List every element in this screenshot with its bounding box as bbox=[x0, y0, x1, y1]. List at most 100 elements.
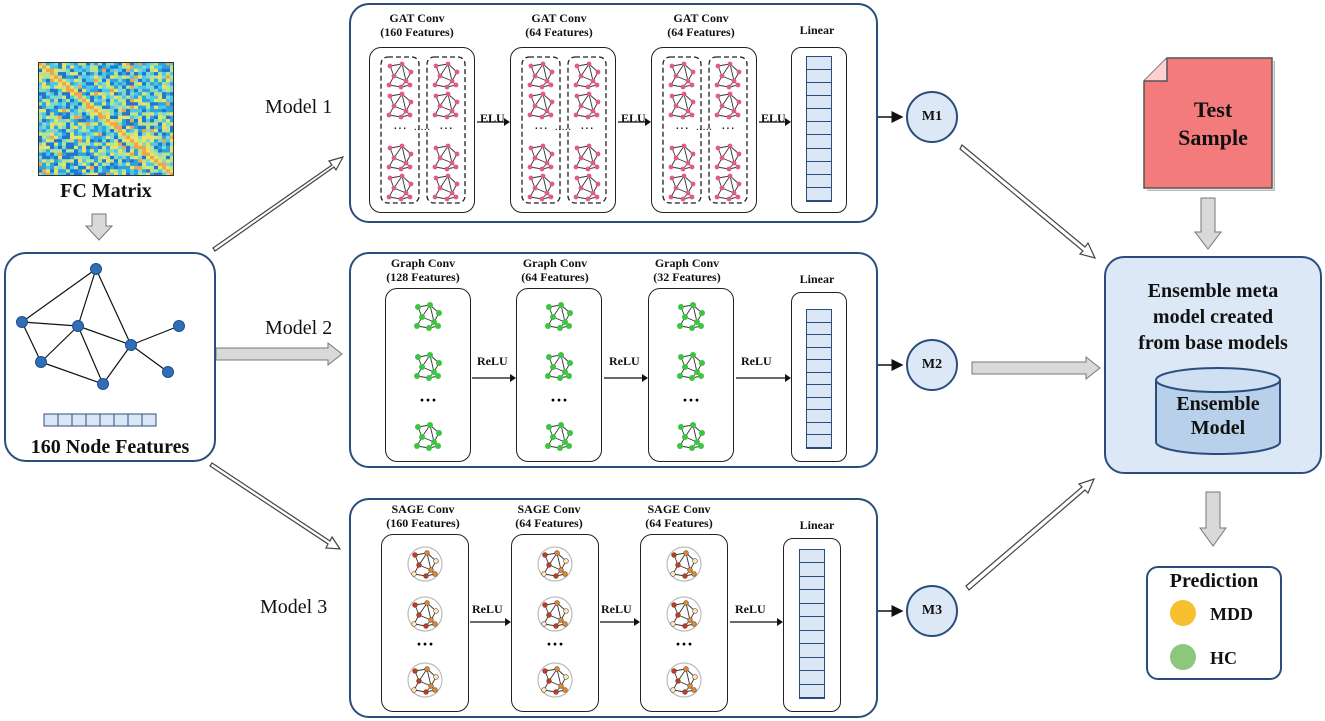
fc-cell bbox=[86, 65, 91, 69]
fc-cell bbox=[98, 129, 103, 133]
fc-cell bbox=[154, 82, 159, 86]
fc-cell bbox=[150, 135, 155, 140]
fc-cell bbox=[66, 92, 71, 96]
fc-cell bbox=[70, 68, 75, 73]
fc-cell bbox=[134, 115, 139, 120]
fc-cell bbox=[122, 115, 127, 120]
fc-cell bbox=[46, 132, 51, 137]
fc-cell bbox=[74, 98, 79, 103]
fc-cell bbox=[50, 95, 55, 100]
m3-to-ensemble-arrow bbox=[965, 478, 1096, 591]
fc-cell bbox=[126, 149, 131, 153]
fc-cell bbox=[150, 62, 155, 66]
fc-cell bbox=[38, 112, 43, 116]
fc-cell bbox=[126, 85, 131, 90]
fc-cell bbox=[94, 92, 99, 96]
fc-cell bbox=[154, 112, 159, 116]
fc-cell bbox=[106, 112, 111, 116]
fc-cell bbox=[90, 62, 95, 66]
fc-cell bbox=[126, 78, 131, 83]
fc-cell bbox=[162, 112, 167, 116]
fc-cell bbox=[154, 95, 159, 100]
fc-cell bbox=[54, 98, 59, 103]
fc-cell bbox=[90, 108, 95, 113]
fc-cell bbox=[98, 155, 103, 160]
fc-cell bbox=[42, 142, 47, 147]
fc-cell bbox=[106, 165, 111, 170]
fc-cell bbox=[126, 165, 131, 170]
fc-cell bbox=[102, 62, 107, 66]
linear-layer bbox=[791, 292, 847, 462]
fc-cell bbox=[126, 112, 131, 116]
fc-cell bbox=[74, 149, 79, 153]
fc-cell bbox=[62, 132, 67, 137]
fc-cell bbox=[158, 165, 163, 170]
fc-cell bbox=[42, 145, 47, 150]
fc-cell bbox=[166, 72, 171, 76]
mini-graph-icon bbox=[677, 352, 705, 381]
fc-cell bbox=[98, 125, 103, 130]
linear-cell bbox=[807, 398, 831, 411]
fc-cell bbox=[158, 102, 163, 106]
fc-cell bbox=[82, 142, 87, 147]
flow-arrowhead bbox=[785, 118, 791, 126]
fc-cell bbox=[114, 152, 119, 157]
fc-cell bbox=[82, 169, 87, 173]
fc-cell bbox=[66, 135, 71, 140]
fc-cell bbox=[142, 75, 147, 80]
fc-cell bbox=[170, 172, 175, 177]
mini-graph-icon bbox=[545, 302, 573, 331]
fc-cell bbox=[90, 165, 95, 170]
fc-cell bbox=[134, 165, 139, 170]
fc-cell bbox=[46, 129, 51, 133]
fc-cell bbox=[126, 98, 131, 103]
fc-cell bbox=[46, 82, 51, 86]
fc-cell bbox=[66, 105, 71, 110]
fc-cell bbox=[170, 85, 175, 90]
fc-cell bbox=[86, 78, 91, 83]
linear-vector bbox=[806, 309, 832, 449]
fc-cell bbox=[98, 75, 103, 80]
fc-cell bbox=[98, 72, 103, 76]
fc-cell bbox=[118, 165, 123, 170]
fc-cell bbox=[90, 152, 95, 157]
fc-cell bbox=[42, 125, 47, 130]
fc-cell bbox=[166, 165, 171, 170]
fc-cell bbox=[74, 165, 79, 170]
fc-cell bbox=[62, 72, 67, 76]
fc-cell bbox=[150, 149, 155, 153]
fc-cell bbox=[138, 105, 143, 110]
fc-cell bbox=[170, 152, 175, 157]
fc-cell bbox=[42, 152, 47, 157]
fc-cell bbox=[102, 152, 107, 157]
fc-cell bbox=[62, 62, 67, 66]
fc-cell bbox=[74, 85, 79, 90]
fc-matrix-heatmap bbox=[38, 62, 175, 177]
fc-cell bbox=[146, 62, 151, 66]
fc-cell bbox=[110, 139, 115, 143]
fc-cell bbox=[130, 115, 135, 120]
fc-cell bbox=[114, 98, 119, 103]
fc-cell bbox=[66, 85, 71, 90]
fc-cell bbox=[158, 75, 163, 80]
fc-cell bbox=[98, 172, 103, 177]
fc-cell bbox=[46, 72, 51, 76]
fc-cell bbox=[98, 108, 103, 113]
ellipsis-dots: ····· bbox=[555, 125, 572, 136]
fc-cell bbox=[94, 98, 99, 103]
fc-cell bbox=[154, 72, 159, 76]
fc-cell bbox=[150, 142, 155, 147]
fc-cell bbox=[82, 85, 87, 90]
fc-cell bbox=[122, 152, 127, 157]
fc-cell bbox=[74, 82, 79, 86]
fc-cell bbox=[118, 159, 123, 163]
fc-cell bbox=[98, 119, 103, 123]
fc-cell bbox=[138, 169, 143, 173]
fc-cell bbox=[126, 102, 131, 106]
fc-cell bbox=[66, 88, 71, 93]
fc-cell bbox=[170, 112, 175, 116]
fc-cell bbox=[46, 115, 51, 120]
fc-cell bbox=[134, 152, 139, 157]
fc-cell bbox=[42, 129, 47, 133]
linear-cell bbox=[807, 348, 831, 361]
